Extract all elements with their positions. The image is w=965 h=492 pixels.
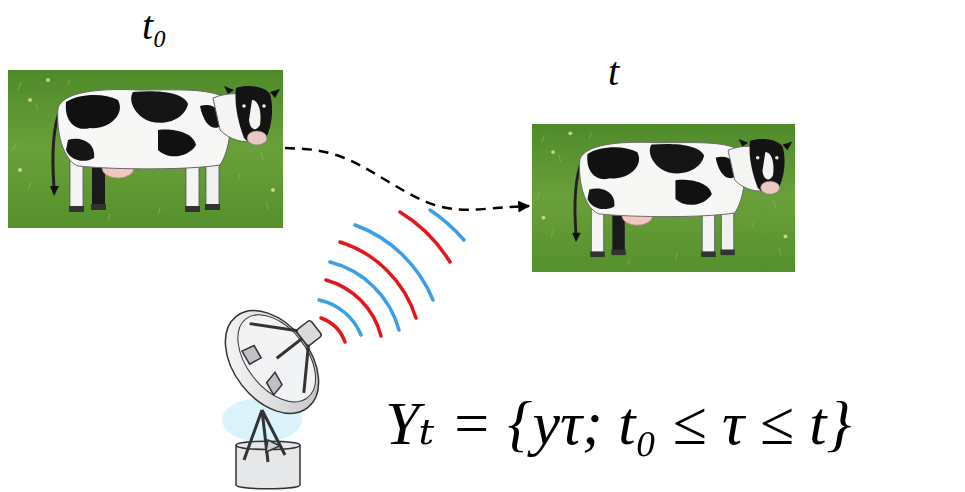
cow-figure — [8, 70, 283, 228]
time-label: t — [608, 52, 619, 92]
picture-frame: t₀ — [8, 6, 283, 228]
satellite-dish — [206, 282, 351, 489]
cow-figure — [532, 124, 795, 272]
time-label: t₀ — [142, 6, 167, 46]
cow-photo — [532, 124, 795, 272]
formula-label: Yₜ = {yτ; t₀ ≤ τ ≤ t} — [385, 392, 851, 454]
picture-frame: t — [532, 52, 795, 272]
cow-photo — [8, 70, 283, 228]
signal-waves — [319, 210, 464, 342]
dashed-arrow — [285, 148, 529, 210]
